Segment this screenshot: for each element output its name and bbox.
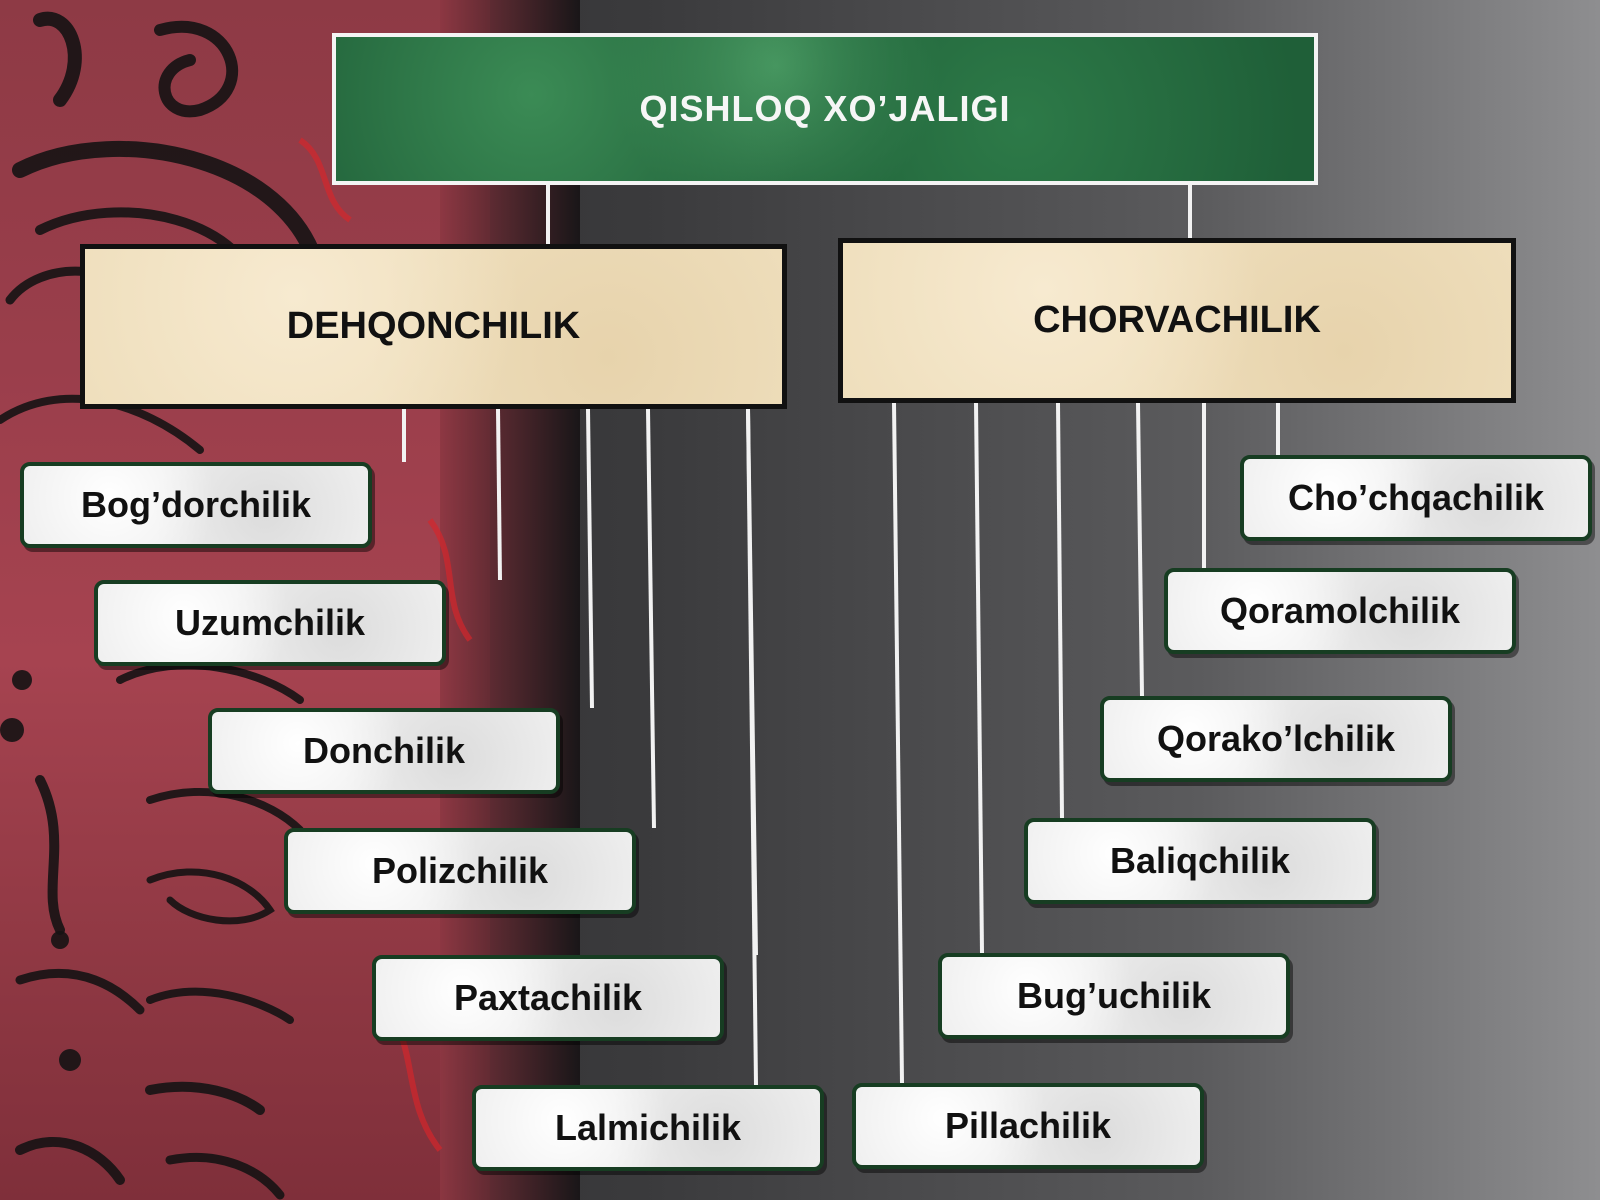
category-chorvachilik: CHORVACHILIK	[838, 238, 1516, 403]
leaf-label: Polizchilik	[371, 850, 549, 891]
leaf-label: Donchilik	[302, 730, 466, 771]
connector-lalmichilik	[746, 408, 758, 1086]
connector-polizchilik	[646, 408, 656, 829]
leaf-qoramolchilik: Qoramolchilik	[1164, 568, 1516, 654]
leaf-baliqchilik: Baliqchilik	[1024, 818, 1376, 904]
leaf-label: Baliqchilik	[1109, 840, 1291, 881]
leaf-qorakolchilik: Qorako’lchilik	[1100, 696, 1452, 782]
connector-baliqchilik	[1056, 402, 1064, 819]
connector-pillachilik	[892, 402, 904, 1084]
category-label: CHORVACHILIK	[1033, 299, 1321, 341]
leaf-label: Pillachilik	[944, 1105, 1112, 1146]
leaf-label: Paxtachilik	[453, 977, 643, 1018]
leaf-label: Lalmichilik	[554, 1107, 742, 1148]
leaf-label: Uzumchilik	[174, 602, 366, 643]
leaf-label: Bug’uchilik	[1016, 975, 1211, 1016]
connector-uzumchilik	[496, 408, 502, 581]
leaf-uzumchilik: Uzumchilik	[94, 580, 446, 666]
leaf-lalmichilik: Lalmichilik	[472, 1085, 824, 1171]
leaf-label: Cho’chqachilik	[1287, 477, 1545, 518]
root-node: QISHLOQ XO’JALIGI	[332, 33, 1318, 185]
category-label: DEHQONCHILIK	[286, 305, 581, 347]
leaf-label: Qoramolchilik	[1219, 590, 1461, 631]
root-label: QISHLOQ XO’JALIGI	[639, 88, 1011, 129]
connector-buguchilik	[974, 402, 984, 954]
connector-donchilik	[586, 408, 594, 709]
leaf-pillachilik: Pillachilik	[852, 1083, 1204, 1169]
leaf-donchilik: Donchilik	[208, 708, 560, 794]
leaf-label: Qorako’lchilik	[1156, 718, 1396, 759]
connector-qorakolchilik	[1136, 402, 1144, 697]
leaf-polizchilik: Polizchilik	[284, 828, 636, 914]
leaf-label: Bog’dorchilik	[80, 484, 311, 525]
leaf-buguchilik: Bug’uchilik	[938, 953, 1290, 1039]
leaf-chochqachilik: Cho’chqachilik	[1240, 455, 1592, 541]
leaf-paxtachilik: Paxtachilik	[372, 955, 724, 1041]
category-dehqonchilik: DEHQONCHILIK	[80, 244, 787, 409]
leaf-bogdorchilik: Bog’dorchilik	[20, 462, 372, 548]
